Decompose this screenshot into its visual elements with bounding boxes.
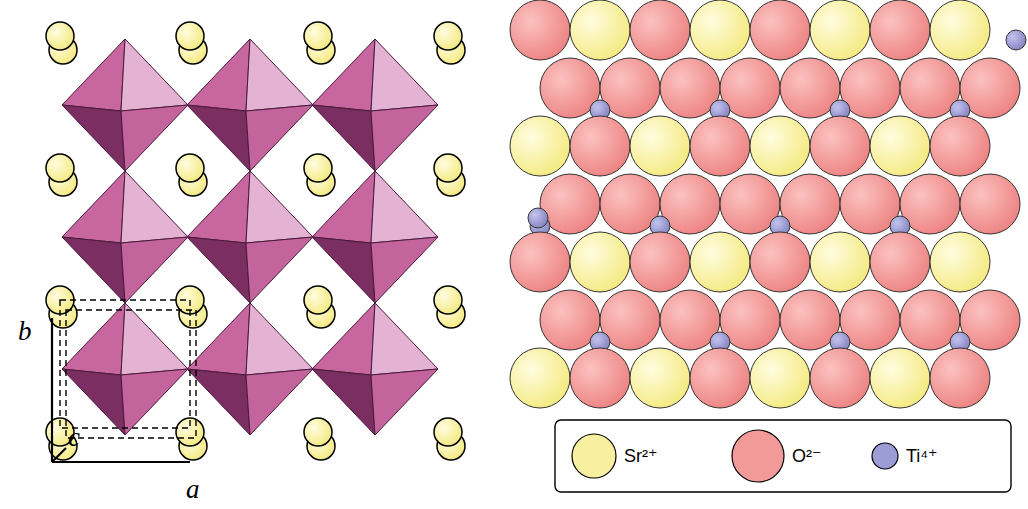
octahedron [187, 39, 313, 171]
legend-swatches [572, 430, 898, 482]
sr-ion [570, 232, 630, 292]
sr-ion [690, 0, 750, 60]
sr-atom [434, 154, 462, 182]
sr-atom [176, 22, 204, 50]
o-ion [750, 232, 810, 292]
octahedron-face [246, 369, 313, 435]
sr-atom [434, 22, 462, 50]
sr-atom [304, 286, 332, 314]
octahedron-face [371, 105, 438, 171]
sr-ion [570, 0, 630, 60]
octahedron-face [371, 237, 438, 303]
o-ion [630, 0, 690, 60]
sr-ion [810, 232, 870, 292]
legend-text: Sr²⁺ [624, 447, 658, 465]
ti-ion [528, 208, 548, 228]
octahedron-face [371, 303, 438, 375]
sr-atom [304, 418, 332, 446]
sr-ion [870, 116, 930, 176]
sr-ion [510, 116, 570, 176]
octahedron-face [371, 369, 438, 435]
o-ion [630, 232, 690, 292]
sr-ion [870, 348, 930, 408]
sr-atom [176, 154, 204, 182]
axes [52, 318, 190, 462]
o-ion [870, 232, 930, 292]
sr-atom [46, 154, 74, 182]
legend-swatch [572, 434, 616, 478]
sr-ion [750, 348, 810, 408]
o-ion [510, 0, 570, 60]
legend-text: Ti⁴⁺ [906, 447, 938, 465]
octahedra [62, 39, 438, 435]
sr-atoms [46, 22, 465, 460]
o-ion [960, 174, 1020, 234]
ti-ion [1006, 30, 1026, 50]
legend-swatch [732, 430, 784, 482]
o-ion [690, 348, 750, 408]
unit-cell [60, 300, 196, 438]
octahedron-face [246, 171, 313, 243]
sr-atom [434, 418, 462, 446]
axis-label: b [18, 318, 32, 345]
octahedron-face [246, 303, 313, 375]
sr-atom [304, 22, 332, 50]
octahedron [187, 171, 313, 303]
sr-atom [434, 286, 462, 314]
sr-atom [304, 154, 332, 182]
sr-ion [690, 232, 750, 292]
axis-label: a [186, 476, 200, 503]
close-packed-layer [510, 0, 1026, 408]
legend-text: O²⁻ [792, 447, 822, 465]
octahedron [62, 171, 188, 303]
legend-box [555, 420, 1011, 492]
octahedron-face [246, 237, 313, 303]
o-ion [930, 348, 990, 408]
octahedron-face [246, 105, 313, 171]
o-ion [570, 348, 630, 408]
o-ion [690, 116, 750, 176]
o-ion [810, 348, 870, 408]
o-ion [570, 116, 630, 176]
o-ion [810, 116, 870, 176]
sr-ion [510, 348, 570, 408]
o-ion [930, 116, 990, 176]
octahedron [62, 303, 188, 435]
octahedron [62, 39, 188, 171]
octahedron-face [246, 39, 313, 111]
sr-ion [630, 116, 690, 176]
axis-label: c [68, 424, 80, 451]
sr-ion [930, 232, 990, 292]
octahedron-face [371, 171, 438, 243]
sr-ion [750, 116, 810, 176]
octahedron-face [121, 303, 188, 375]
sr-atom [46, 22, 74, 50]
octahedron-face [371, 39, 438, 111]
o-ion [870, 0, 930, 60]
o-ion [510, 232, 570, 292]
sr-ion [810, 0, 870, 60]
sr-ion [630, 348, 690, 408]
octahedron [187, 303, 313, 435]
o-ion [750, 0, 810, 60]
sr-ion [930, 0, 990, 60]
octahedron-face [121, 39, 188, 111]
legend-swatch [872, 443, 898, 469]
octahedron-face [121, 171, 188, 243]
